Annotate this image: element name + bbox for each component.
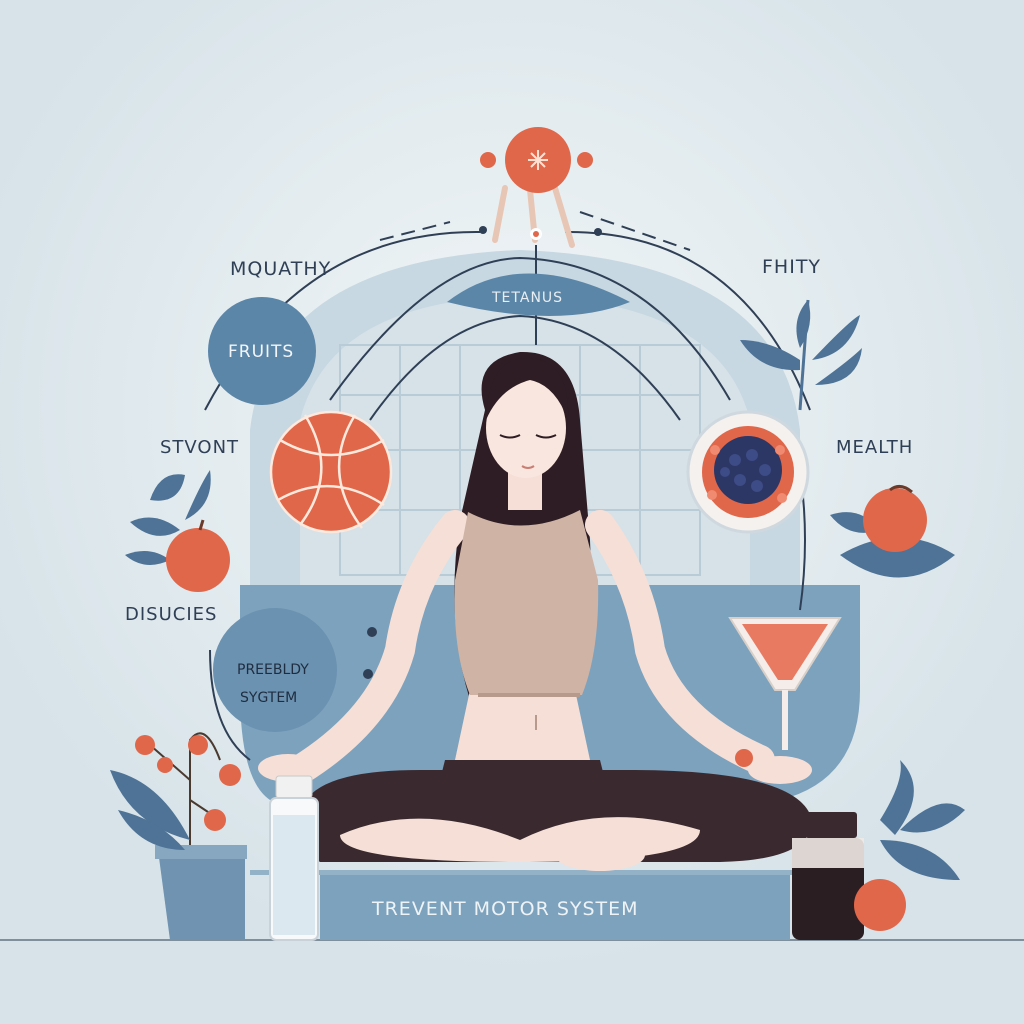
label-tetanus: TETANUS [492,290,564,306]
dash-right [579,211,691,251]
label-stvont: STVONT [160,437,240,458]
banner-top [250,870,800,875]
dot [594,228,602,236]
peach-icon [125,470,230,592]
middle-arc [329,256,731,401]
basketball-icon [269,410,393,534]
banner-panel [320,870,790,940]
inner-arc [369,314,681,421]
left-low-arc [209,649,251,761]
label-fhity: FHITY [762,256,822,278]
label-preebldy: PREEBLDY [237,662,309,678]
label-disucies: DISUCIES [125,604,218,625]
dot [479,226,487,234]
label-fruits: FRUITS [228,342,295,362]
label-sygtem: SYGTEM [240,690,298,706]
water-bottle-icon [269,775,319,941]
label-mquathy: MQUATHY [230,258,332,280]
peach-icon [830,485,955,578]
berry-bowl-icon [686,410,810,534]
dot [363,669,373,679]
banner-title: TREVENT MOTOR SYSTEM [372,898,639,920]
system-bubble [213,608,337,732]
peach-icon [854,760,965,931]
meditating-woman [258,351,812,871]
leaf-icon [740,299,862,411]
berry-plant-icon [110,732,247,940]
label-mealth: MEALTH [836,437,914,458]
fruits-bubble [208,297,316,405]
tetanus-lens [447,273,630,316]
dot [367,627,377,637]
dash-left [379,221,451,241]
orange-sunburst-icon [480,127,593,248]
jar-icon [792,812,864,940]
cocktail-glass-icon [728,617,842,750]
